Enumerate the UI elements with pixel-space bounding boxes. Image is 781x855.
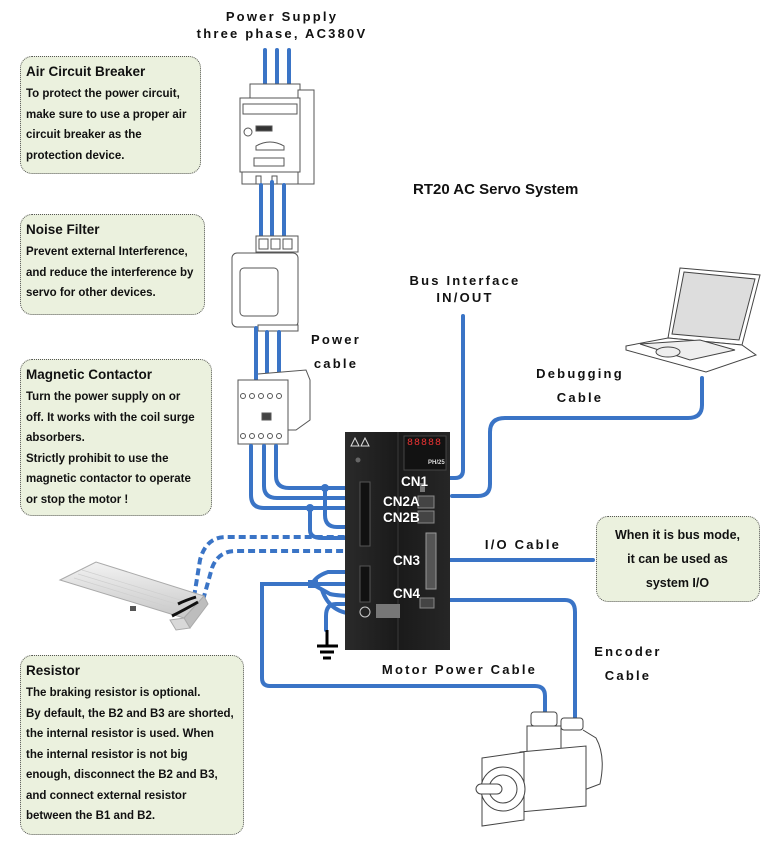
debugging-cable-label-line1: Debugging xyxy=(536,366,624,381)
note-line: system I/O xyxy=(645,576,710,590)
note-line: or stop the motor ! xyxy=(26,493,129,506)
note-line: By default, the B2 and B3 are shorted, xyxy=(26,707,234,720)
note-line: the internal resistor is not big xyxy=(26,748,188,761)
connector-cn4-label: CN4 xyxy=(393,586,421,601)
encoder-cable xyxy=(436,598,577,722)
connector-cn2a-label: CN2A xyxy=(383,494,420,509)
encoder-cable-label-line2: Cable xyxy=(604,668,652,683)
note-magnetic-contactor: Magnetic Contactor Turn the power supply… xyxy=(20,359,212,516)
note-line: and connect external resistor xyxy=(26,789,187,802)
note-noise-filter: Noise Filter Prevent external Interferen… xyxy=(20,214,205,315)
note-line: circuit breaker as the xyxy=(26,129,142,141)
io-cable-label: I/O Cable xyxy=(484,537,562,552)
debugging-cable xyxy=(450,376,704,498)
note-line: Turn the power supply on or xyxy=(26,391,181,403)
connector-cn2b-label: CN2B xyxy=(383,510,420,525)
junction-dot xyxy=(321,484,329,492)
note-title: Noise Filter xyxy=(26,222,100,237)
air-circuit-breaker-device xyxy=(239,83,315,185)
note-line: Strictly prohibit to use the xyxy=(26,452,169,465)
cable-splice xyxy=(308,580,318,588)
note-line: The braking resistor is optional. xyxy=(26,687,201,699)
servo-drive xyxy=(345,432,450,650)
motor-power-cable-label: Motor Power Cable xyxy=(381,662,538,677)
power-supply-label-line1: Power Supply xyxy=(225,9,339,24)
note-line: off. It works with the coil surge xyxy=(26,411,195,424)
drive-display: 88888 xyxy=(407,438,443,449)
bus-interface-label-line1: Bus Interface xyxy=(409,273,521,288)
note-system-io: When it is bus mode, it can be used as s… xyxy=(596,516,760,602)
ground-icon xyxy=(317,630,338,660)
note-title: Magnetic Contactor xyxy=(26,367,153,382)
note-air-circuit-breaker: Air Circuit Breaker To protect the power… xyxy=(20,56,201,174)
note-line: To protect the power circuit, xyxy=(26,88,180,100)
note-line: protection device. xyxy=(26,149,125,162)
note-line: and reduce the interference by xyxy=(26,266,194,279)
note-line: between the B1 and B2. xyxy=(26,810,156,822)
noise-filter-device xyxy=(231,235,299,332)
drive-model: PH/25 xyxy=(428,460,445,466)
note-resistor: Resistor The braking resistor is optiona… xyxy=(20,655,244,835)
note-line: it can be used as xyxy=(627,552,728,566)
servo-motor-device xyxy=(475,711,603,827)
note-title: Resistor xyxy=(26,663,81,678)
power-cable-label-line1: Power xyxy=(310,332,361,347)
power-cable-label-line2: cable xyxy=(313,356,359,371)
diagram-title: RT20 AC Servo System xyxy=(413,181,579,198)
resistor-cables xyxy=(192,535,362,601)
power-cables-to-drive xyxy=(249,444,359,540)
power-supply-label-line2: three phase, AC380V xyxy=(196,26,368,41)
note-line: make sure to use a proper air xyxy=(26,108,187,121)
encoder-cable-label-line1: Encoder xyxy=(594,644,662,659)
braking-resistor-device xyxy=(58,561,209,631)
note-line: Prevent external Interference, xyxy=(26,246,188,258)
connector-cn3-label: CN3 xyxy=(393,553,421,568)
note-line: servo for other devices. xyxy=(26,287,156,299)
laptop-device xyxy=(625,267,761,373)
junction-dot xyxy=(306,504,314,512)
note-line: magnetic contactor to operate xyxy=(26,473,191,485)
note-title: Air Circuit Breaker xyxy=(26,64,146,79)
note-line: the internal resistor is used. When xyxy=(26,728,214,740)
breaker-to-filter-cables xyxy=(259,180,286,242)
bus-interface-label-line2: IN/OUT xyxy=(436,290,494,305)
note-line: When it is bus mode, xyxy=(614,528,740,542)
debugging-cable-label-line2: Cable xyxy=(556,390,604,405)
note-line: enough, disconnect the B2 and B3, xyxy=(26,769,218,781)
magnetic-contactor-device xyxy=(237,369,311,445)
bus-interface-cable xyxy=(438,314,465,480)
note-line: absorbers. xyxy=(26,432,85,444)
connector-cn1-label: CN1 xyxy=(401,474,429,489)
